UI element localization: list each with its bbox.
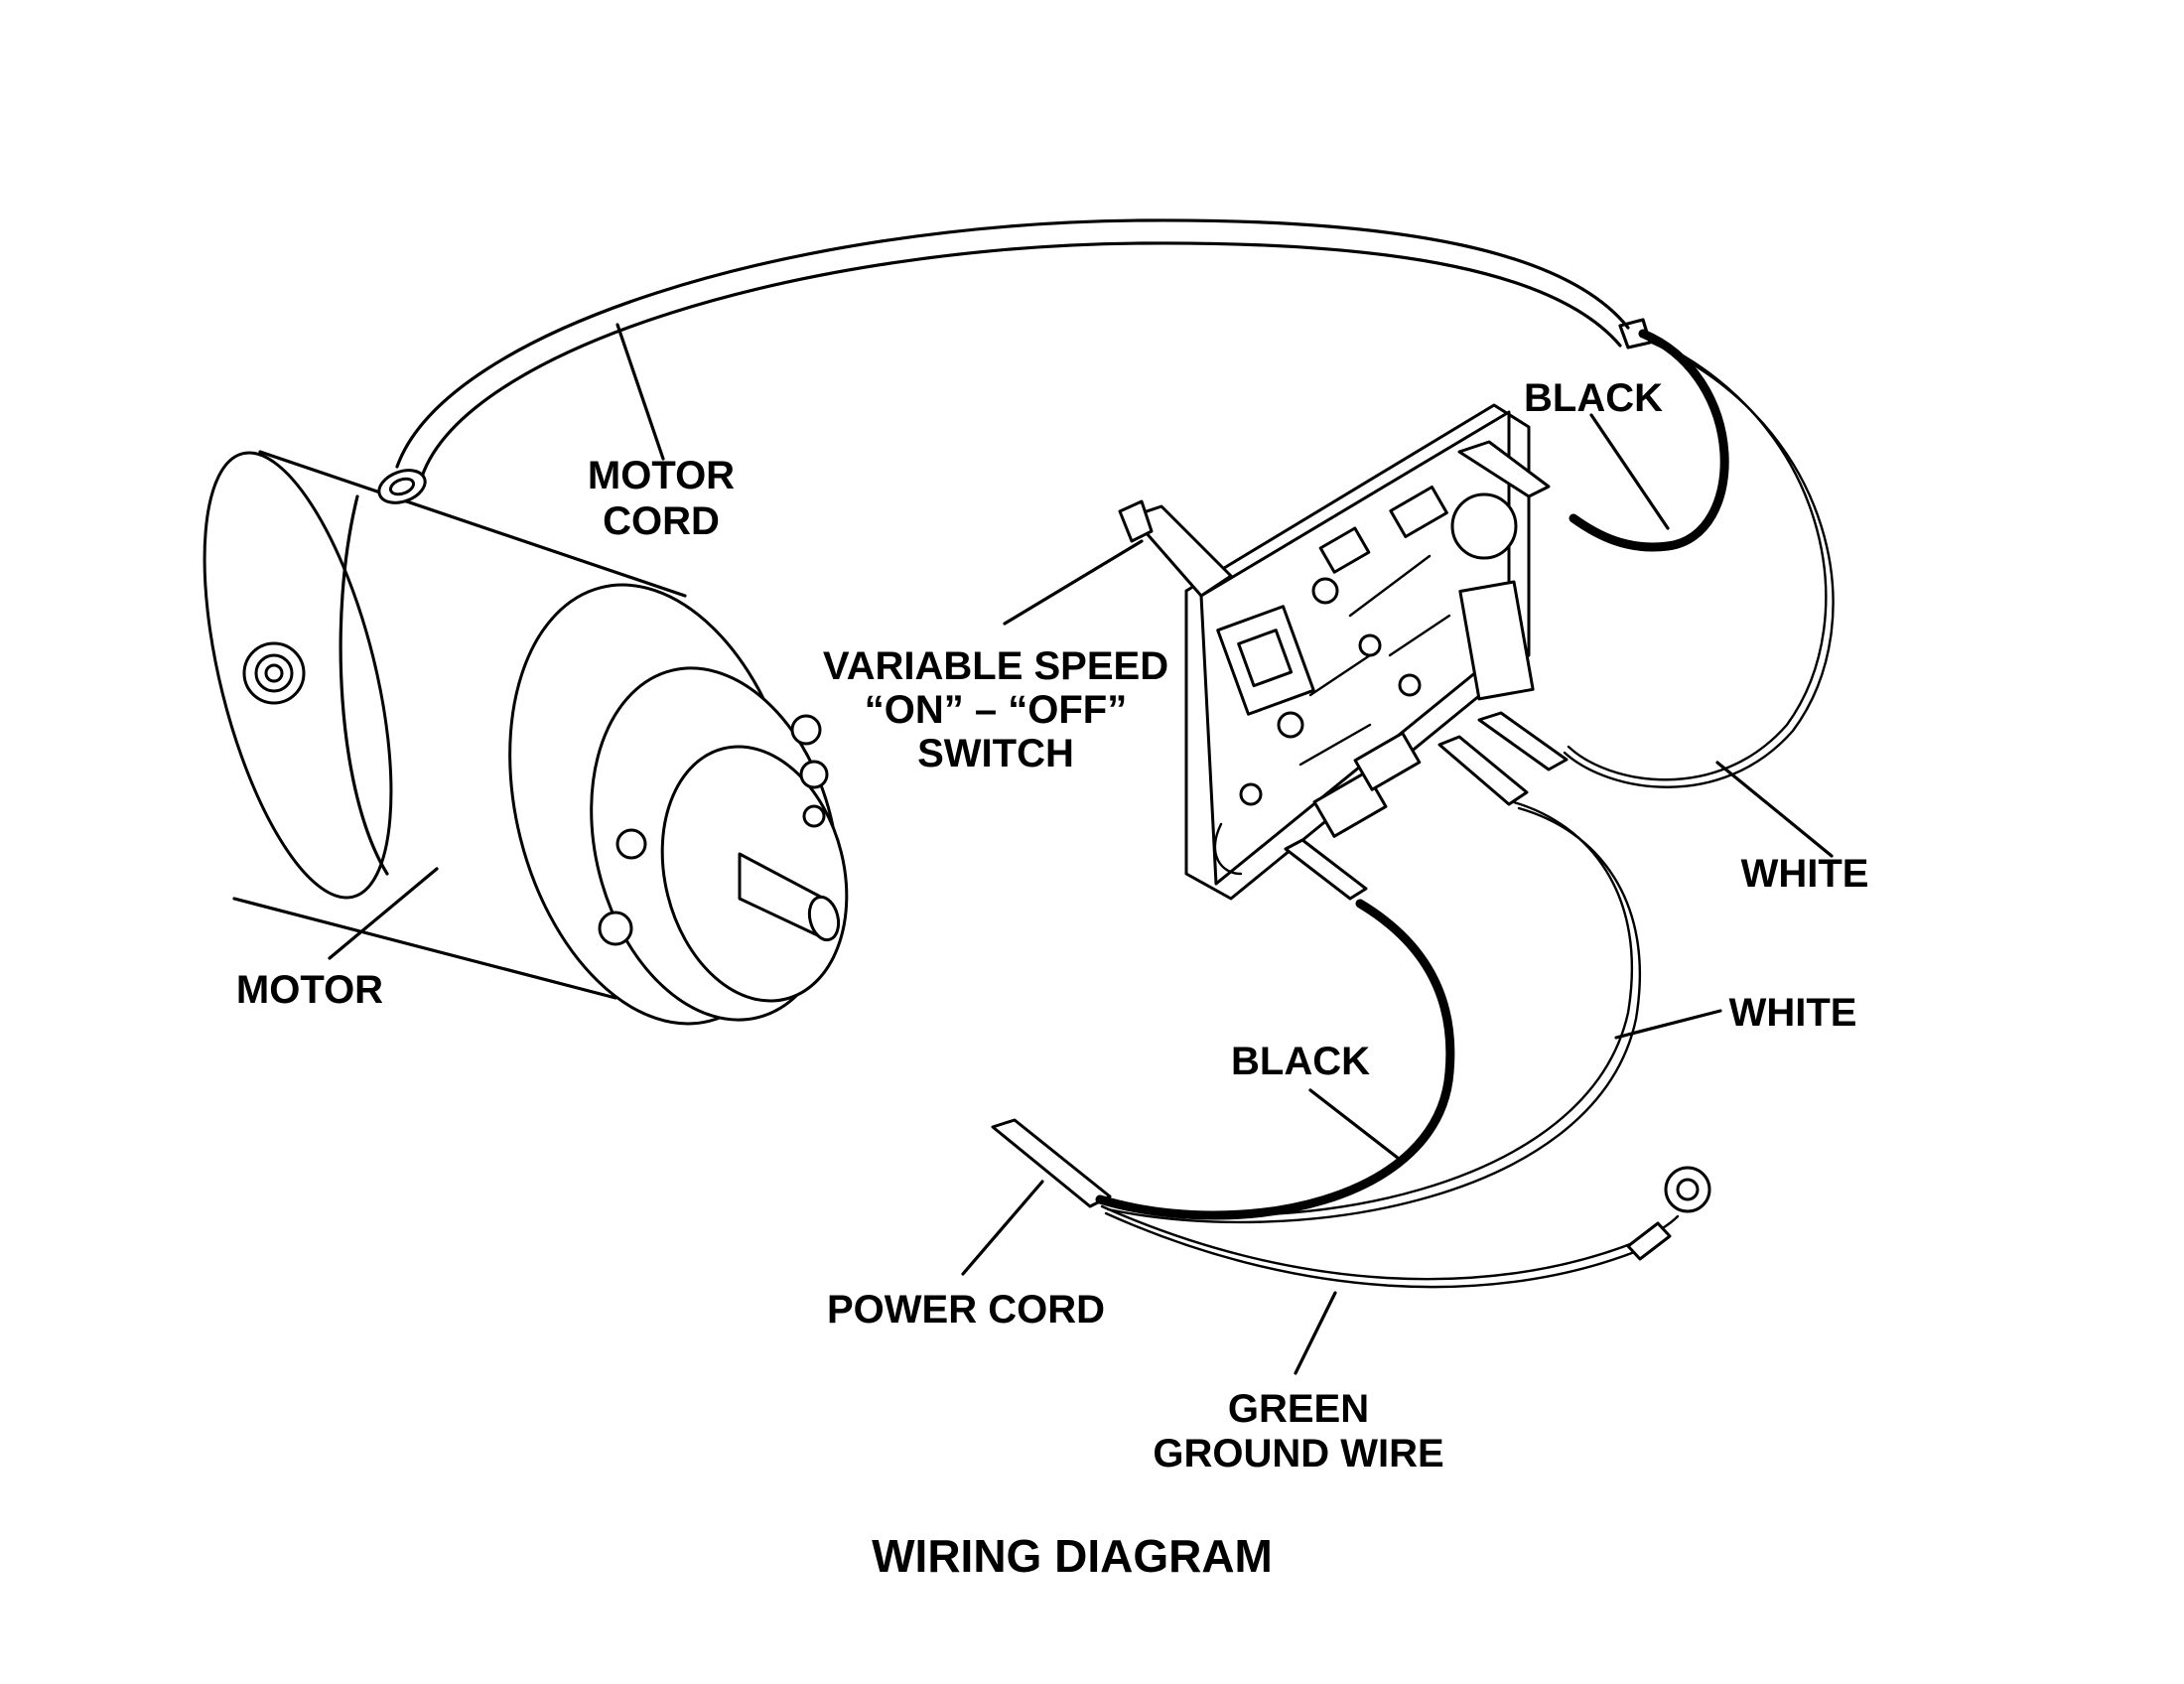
label-switch-line3: SWITCH	[917, 732, 1074, 775]
label-black-bottom: BLACK	[1231, 1040, 1370, 1083]
motor	[203, 450, 849, 1026]
label-ground-wire-line1: GREEN	[1228, 1387, 1369, 1431]
label-switch-line2: “ON” – “OFF”	[865, 688, 1127, 732]
label-white-right: WHITE	[1741, 852, 1869, 896]
diagram-title: WIRING DIAGRAM	[872, 1530, 1273, 1582]
label-ground-wire-line2: GROUND WIRE	[1153, 1432, 1443, 1475]
label-motor-cord-line1: MOTOR	[588, 454, 735, 497]
label-motor: MOTOR	[236, 968, 383, 1012]
label-switch-line1: VARIABLE SPEED	[823, 644, 1168, 688]
label-power-cord: POWER CORD	[827, 1288, 1105, 1332]
switch-board	[1118, 403, 1569, 901]
label-white-mid: WHITE	[1729, 991, 1857, 1035]
motor-cord	[395, 218, 1652, 479]
leader-lines	[328, 323, 1834, 1375]
label-motor-cord-line2: CORD	[603, 499, 720, 543]
label-black-top: BLACK	[1524, 376, 1663, 420]
black-wire-top	[1569, 329, 1729, 552]
labels: MOTOR CORD MOTOR VARIABLE SPEED “ON” – “…	[236, 376, 1869, 1582]
power-cord	[991, 800, 1711, 1289]
